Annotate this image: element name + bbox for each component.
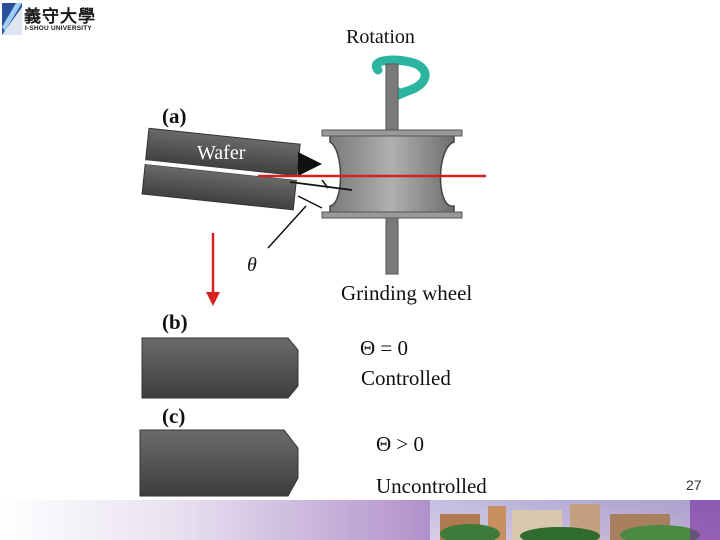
theta-label: θ	[247, 254, 257, 276]
university-name-english: I-SHOU UNIVERSITY	[25, 25, 92, 32]
page-number: 27	[686, 477, 702, 493]
theta-zero-label: Θ = 0	[360, 336, 409, 360]
footer-banner	[0, 500, 720, 540]
grinding-wheel-label: Grinding wheel	[341, 281, 473, 305]
rotation-arrow-icon	[371, 55, 430, 100]
panel-a-label: (a)	[162, 104, 187, 128]
rotation-label: Rotation	[346, 26, 415, 48]
edge-profile-uncontrolled	[139, 429, 299, 497]
university-name-chinese: 義守大學	[24, 7, 96, 27]
wafer-tilted	[141, 127, 301, 211]
down-arrow-icon	[206, 233, 220, 306]
panel-c-label: (c)	[162, 404, 186, 428]
grinding-wheel	[329, 131, 455, 217]
wafer-label: Wafer	[197, 142, 246, 164]
controlled-label: Controlled	[361, 366, 451, 390]
panel-b-label: (b)	[162, 310, 188, 334]
university-emblem-icon	[2, 3, 22, 35]
theta-positive-label: Θ > 0	[376, 432, 425, 456]
edge-profile-controlled	[141, 337, 299, 399]
angle-leader-line	[267, 205, 307, 249]
uncontrolled-label: Uncontrolled	[376, 474, 487, 498]
